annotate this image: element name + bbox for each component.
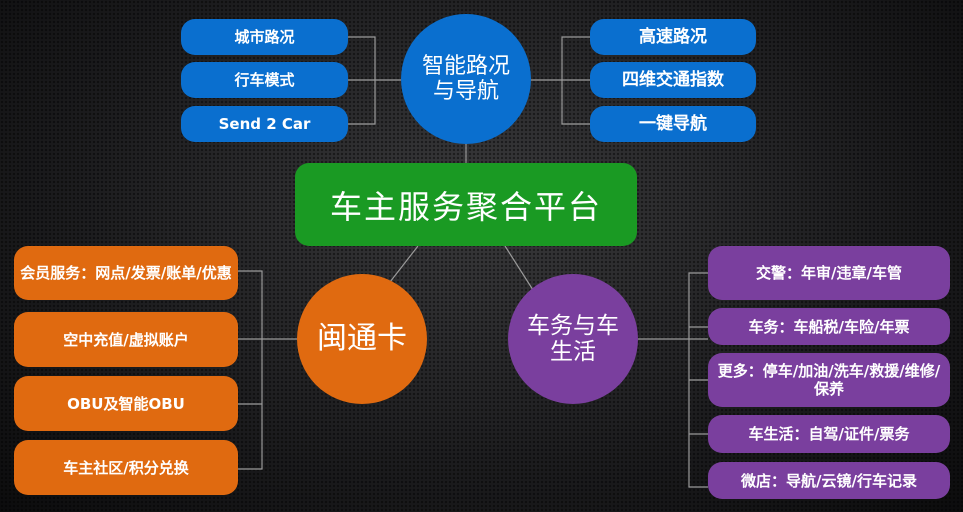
nav-item-right: 四维交通指数: [590, 62, 756, 98]
nav-item-left: 城市路况: [181, 19, 348, 55]
life-item: 车生活：自驾/证件/票务: [708, 415, 950, 453]
life-item: 交警：年审/违章/车管: [708, 246, 950, 300]
hub-life-line1: 车务与车: [527, 312, 619, 339]
card-item: 空中充值/虚拟账户: [14, 312, 238, 367]
card-item: OBU及智能OBU: [14, 376, 238, 431]
life-item: 更多：停车/加油/洗车/救援/维修/保养: [708, 353, 950, 407]
life-item: 车务：车船税/车险/年票: [708, 308, 950, 345]
hub-navigation: 智能路况与导航: [401, 14, 531, 144]
nav-item-left: Send 2 Car: [181, 106, 348, 142]
hub-life-line2: 生活: [550, 339, 596, 365]
nav-item-left: 行车模式: [181, 62, 348, 98]
card-item: 车主社区/积分兑换: [14, 440, 238, 495]
life-item: 微店：导航/云镜/行车记录: [708, 462, 950, 499]
nav-item-right: 一键导航: [590, 106, 756, 142]
hub-card: 闽通卡: [297, 274, 427, 404]
hub-navigation-line2: 与导航: [432, 79, 499, 104]
hub-life: 车务与车生活: [508, 274, 638, 404]
hub-navigation-line1: 智能路况: [421, 53, 510, 79]
central-platform: 车主服务聚合平台: [295, 163, 637, 246]
card-item: 会员服务：网点/发票/账单/优惠: [14, 246, 238, 300]
nav-item-right: 高速路况: [590, 19, 756, 55]
